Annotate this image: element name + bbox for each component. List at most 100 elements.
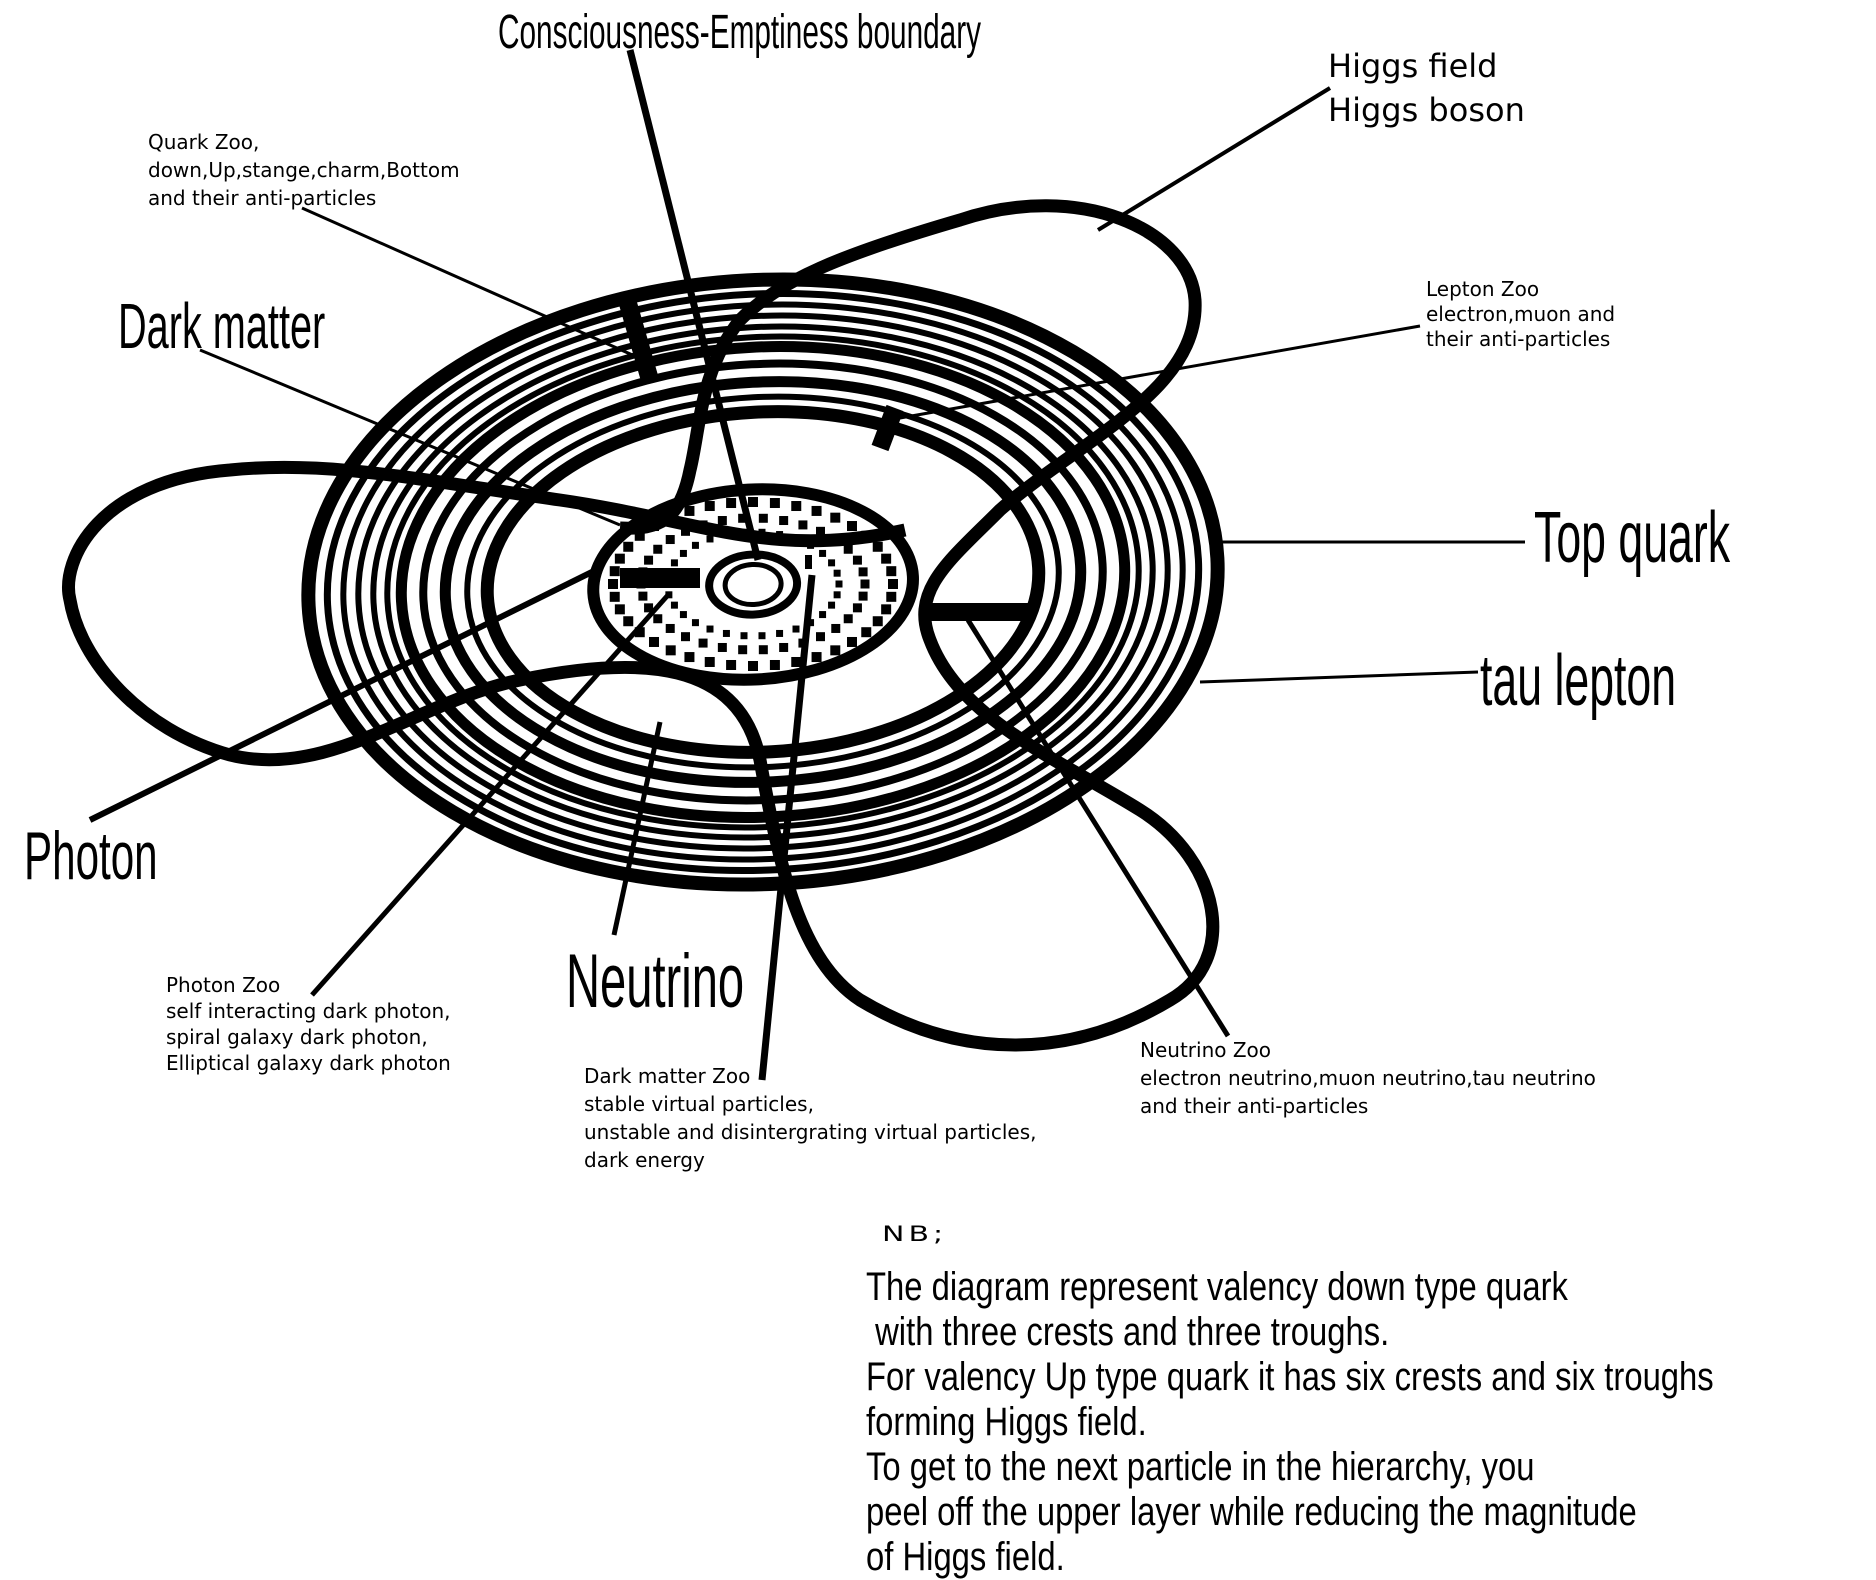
core-dot [819,549,827,557]
core-dot [792,625,800,633]
core-dot [769,498,780,509]
core-dot [886,566,897,577]
core-dot [881,553,892,564]
core-dot [609,591,620,602]
spoke-2 [618,297,659,383]
core-dot [691,619,699,627]
label-higgs-field: Higgs field Higgs boson [1328,47,1525,129]
leader-line-10 [758,574,816,1081]
core-dot [681,526,691,536]
leader-line-7 [88,565,602,823]
ring-12 [705,550,802,619]
core-dot [653,544,663,554]
label-quark-zoo: Quark Zoo, down,Up,stange,charm,Bottom a… [148,130,460,210]
core-dot [738,645,748,655]
higgs-wave-path [62,199,1220,1052]
core-dot [704,656,715,667]
core-dot [833,569,841,577]
core-dot [833,591,841,599]
core-dot [717,642,727,652]
ring-10 [480,405,1046,759]
core-dot [634,530,645,541]
label-dark-matter-zoo: Dark matter Zoo stable virtual particles… [584,1064,1037,1172]
leader-line-6 [1199,670,1479,684]
core-dot [738,513,748,523]
label-top-quark: Top quark [1534,498,1731,578]
core-dot [726,498,737,509]
label-tau-lepton: tau lepton [1480,641,1677,721]
core-dot [726,659,737,670]
leader-line-3 [199,348,621,527]
core-dot [831,623,841,633]
leader-lines [88,49,1525,1081]
core-dot [843,544,853,554]
core-dot [653,614,663,624]
core-dot [830,645,841,656]
note-body: The diagram represent valency down type … [866,1265,1714,1579]
core-dot [846,521,857,532]
core-dot [638,591,648,601]
core-dot [634,627,645,638]
label-neutrino-zoo: Neutrino Zoo electron neutrino,muon neut… [1140,1038,1596,1118]
core-dot [769,659,780,670]
ring-7 [419,359,1107,805]
core-dot [670,559,678,567]
ring-9 [464,393,1062,771]
label-neutrino: Neutrino [566,939,745,1024]
core-dot [886,591,897,602]
core-dot [776,629,784,637]
core-dot [811,505,822,516]
core-dot [614,604,625,615]
core-dot [609,566,620,577]
core-dot [679,611,687,619]
core-dot [665,591,673,599]
core-dot [614,553,625,564]
core-dot [791,501,802,512]
core-dot [861,627,872,638]
core-dot [691,541,699,549]
core-dot [665,645,676,656]
ring-11 [587,483,919,686]
label-consciousness-boundary: Consciousness-Emptiness boundary [498,6,982,59]
core-dot [872,541,883,552]
core-dot [717,516,727,526]
core-dot [670,601,678,609]
leader-line-0 [626,49,762,561]
spoke-3 [871,404,904,452]
core-dot [815,526,825,536]
core-dot [684,652,695,663]
leader-line-2 [1096,86,1332,232]
core-dot [665,535,675,545]
radial-spokes [618,297,1030,621]
core-dot [819,611,827,619]
label-dark-matter: Dark matter [118,290,326,362]
core-dot [706,625,714,633]
core-dot [698,638,708,648]
core-dot [835,580,843,588]
leader-line-1 [301,206,656,367]
core-dot [828,559,836,567]
ring-8 [439,376,1087,788]
core-dot [858,591,868,601]
core-dot [644,555,654,565]
core-dot [846,636,857,647]
core-dot [852,603,862,613]
core-dot [815,632,825,642]
label-lepton-zoo: Lepton Zoo electron,muon and their anti-… [1426,277,1616,351]
core-dot [828,601,836,609]
note-title: NB; [882,1222,948,1247]
core-dot [684,505,695,516]
core-dot [830,512,841,523]
core-dot [811,652,822,663]
core-dot [644,603,654,613]
core-dot [679,549,687,557]
leader-line-4 [899,324,1421,420]
core-dot [649,636,660,647]
higgs-field-wave [62,199,1220,1052]
core-dot [623,541,634,552]
label-photon: Photon [24,818,158,894]
core-dot [852,555,862,565]
core-dot [843,614,853,624]
core-dot [798,520,808,530]
